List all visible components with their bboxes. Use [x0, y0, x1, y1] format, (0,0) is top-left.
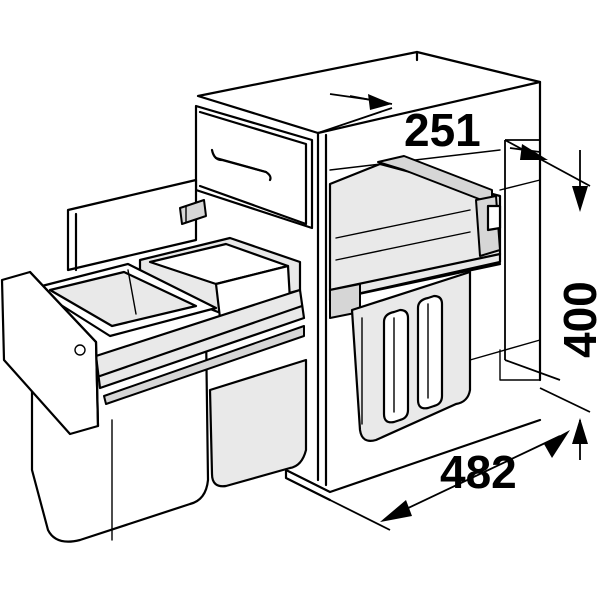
knob-icon: [74, 344, 86, 356]
height-value: 400: [554, 281, 600, 358]
depth-value: 482: [440, 446, 517, 498]
dimension-height: 400: [509, 144, 600, 460]
mounting-clip: [179, 199, 207, 225]
dimension-width: 251: [329, 93, 481, 156]
right-pullout-frame: [328, 155, 502, 319]
dimension-depth: 482: [380, 430, 570, 522]
width-value: 251: [404, 104, 481, 156]
left-side-panel: [66, 178, 198, 272]
top-drawer: [194, 104, 314, 230]
cabinet-carcass: [196, 50, 542, 502]
left-drawer-front-panel: [0, 270, 100, 436]
right-bin: [350, 270, 472, 442]
